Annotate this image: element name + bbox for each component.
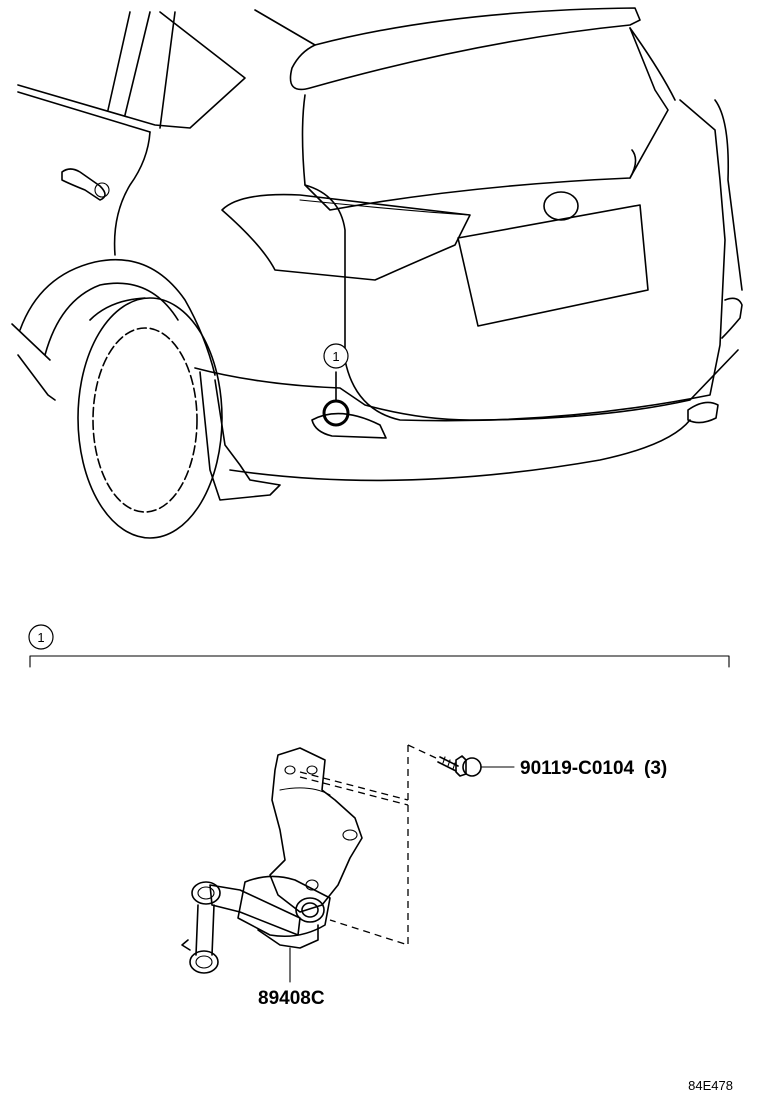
callout-circle xyxy=(323,343,349,369)
section-bracket xyxy=(29,655,730,668)
section-header: 1 xyxy=(28,624,730,668)
section-callout-circle xyxy=(28,624,54,650)
bolt-part-number: 90119-C0104 xyxy=(520,758,635,779)
vehicle-rear-illustration xyxy=(11,7,743,539)
diagram-code: 84E478 xyxy=(688,1078,733,1093)
section-callout-label: 1 xyxy=(37,630,44,645)
bolt-icon xyxy=(437,755,482,777)
bolt-quantity: (3) xyxy=(644,758,667,779)
install-guide-lines xyxy=(299,744,437,946)
height-sensor-assembly xyxy=(181,747,363,974)
sensor-part-number: 89408C xyxy=(258,988,325,1009)
callout-1-vehicle: 1 xyxy=(323,343,349,369)
callout-label: 1 xyxy=(332,349,339,364)
